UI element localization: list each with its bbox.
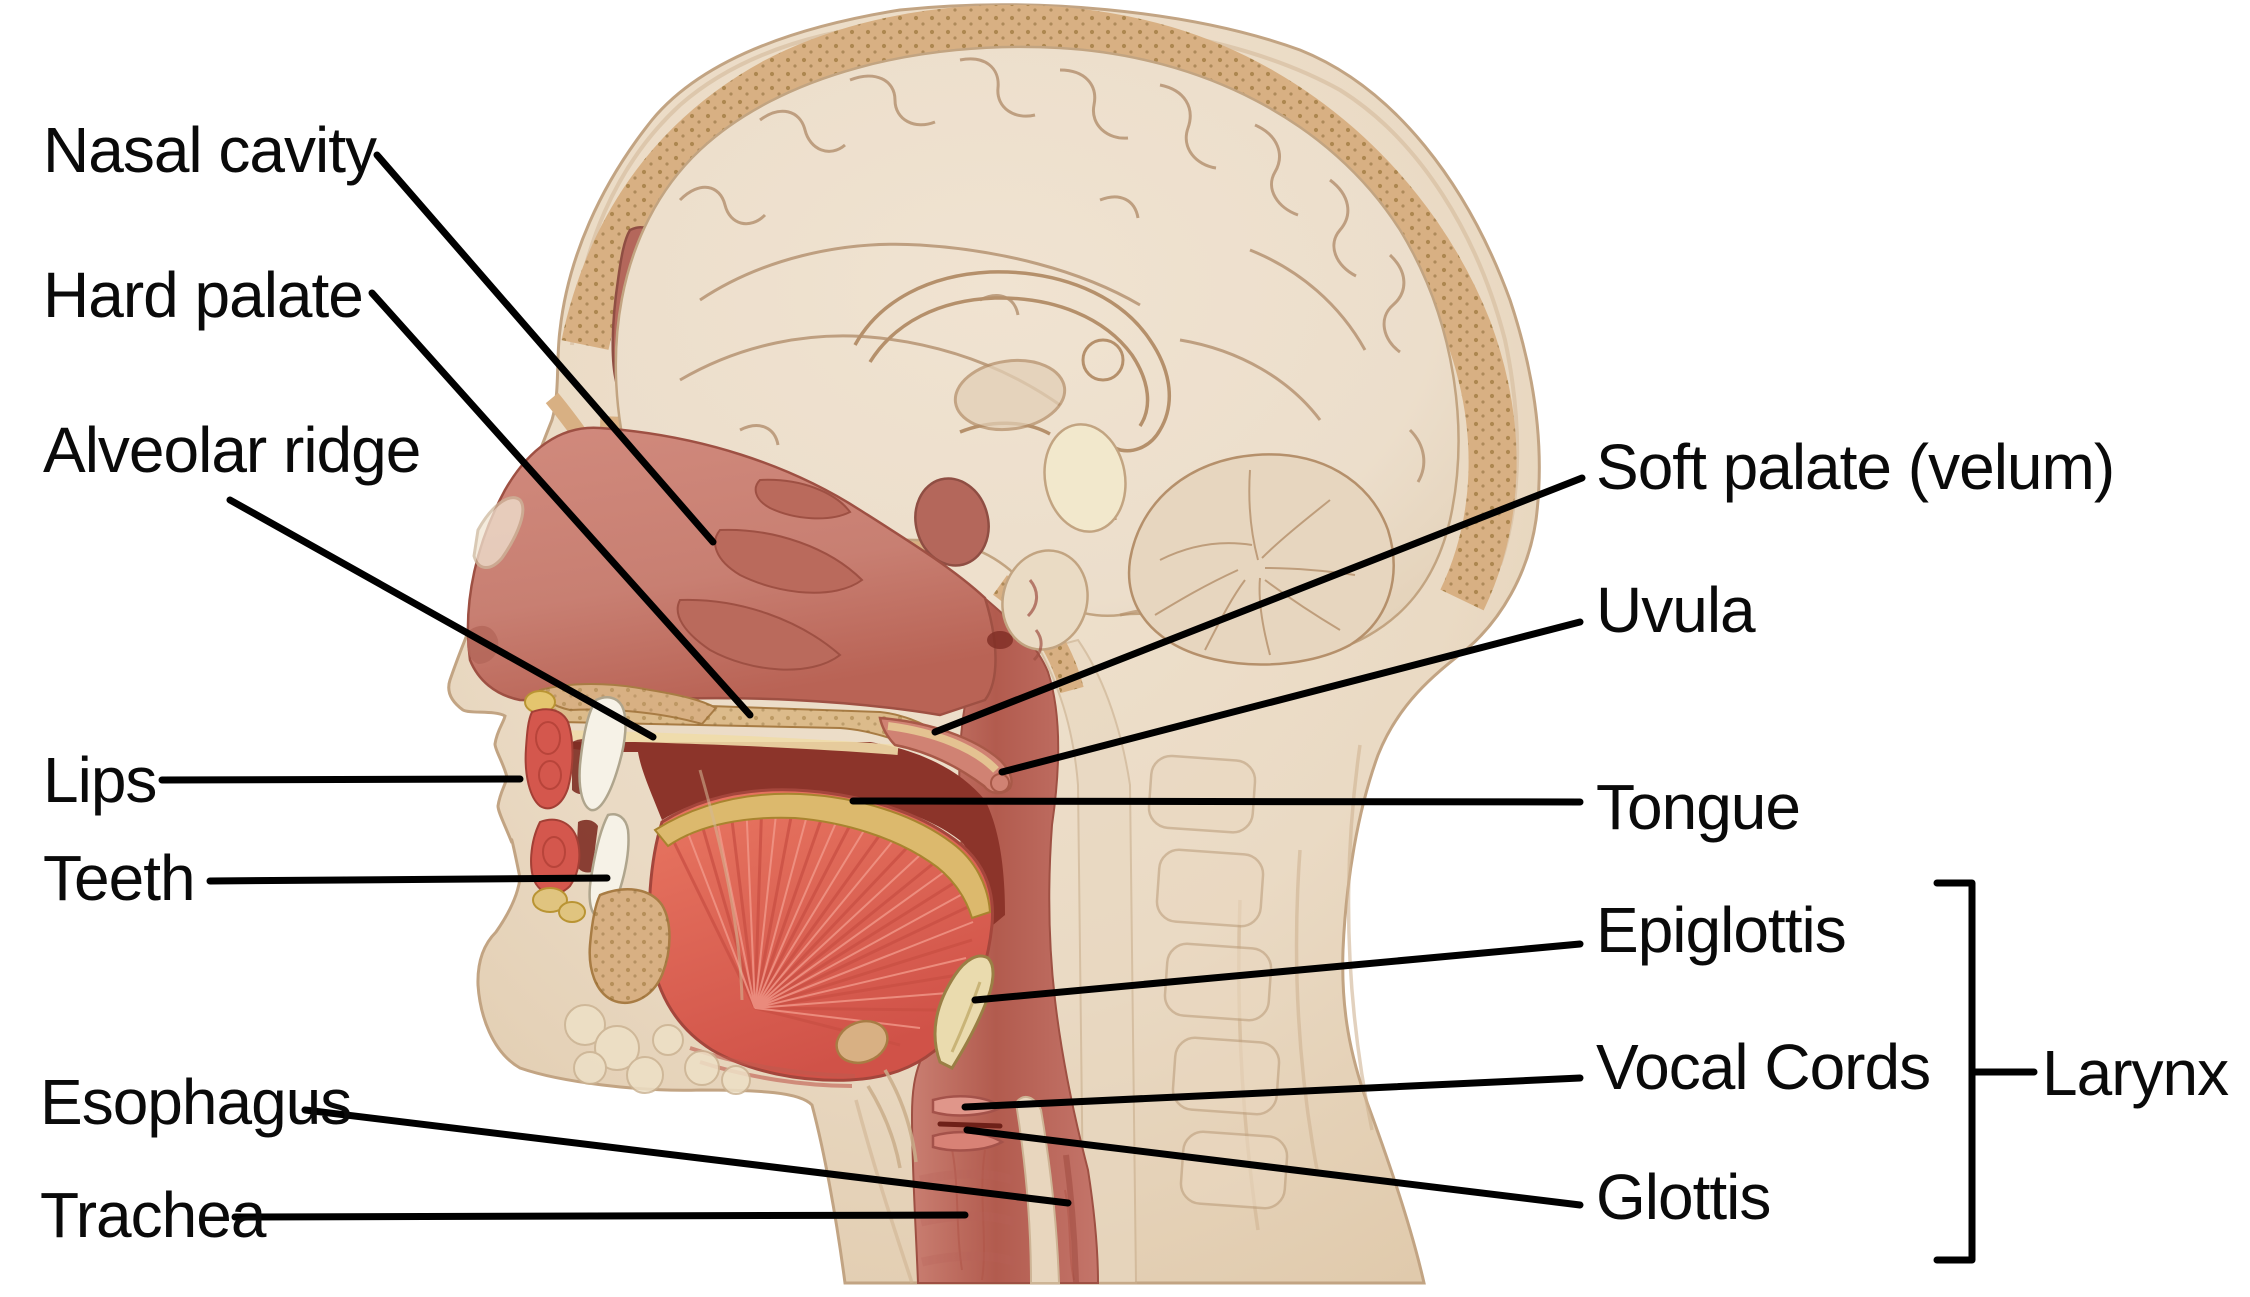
leader-line-tongue (849, 797, 1584, 806)
label-epiglottis: Epiglottis (1596, 894, 1847, 966)
vocal-folds (931, 1095, 1005, 1152)
leader-line-alveolar-ridge (226, 496, 657, 741)
label-hard-palate: Hard palate (43, 259, 364, 331)
larynx-structures (835, 954, 995, 1169)
leader-line-epiglottis (971, 940, 1584, 1004)
turbinates (676, 478, 864, 671)
leader-line-esophagus (301, 1106, 1072, 1207)
leader-line-teeth (206, 874, 611, 885)
label-tongue: Tongue (1596, 771, 1801, 843)
leader-line-uvula (998, 618, 1584, 776)
label-vocal-cords: Vocal Cords (1596, 1031, 1931, 1103)
label-trachea: Trachea (40, 1179, 266, 1251)
leader-line-glottis (963, 1126, 1584, 1209)
pharynx-trachea-esophagus (910, 588, 1100, 1284)
label-uvula: Uvula (1596, 574, 1756, 646)
upper-incisor (578, 696, 627, 812)
leader-line-trachea (231, 1211, 969, 1221)
label-nasal-cavity: Nasal cavity (43, 114, 377, 186)
label-lips: Lips (43, 744, 157, 816)
spine (1038, 638, 1289, 1284)
larynx-bracket (1933, 879, 2038, 1264)
mouth-structures (524, 683, 751, 1095)
neck-muscle-lines (854, 744, 1374, 1284)
label-glottis: Glottis (1596, 1161, 1771, 1233)
soft-palate-region (878, 716, 1013, 795)
leader-line-hard-palate (368, 289, 754, 719)
label-soft-palate: Soft palate (velum) (1596, 431, 2115, 503)
upper-lip (524, 690, 574, 810)
oral-cavity (545, 742, 1005, 940)
leader-line-vocal-cords (961, 1074, 1584, 1111)
leader-line-soft-palate (931, 474, 1586, 736)
chin-fat (564, 1004, 751, 1095)
label-alveolar-ridge: Alveolar ridge (43, 414, 421, 486)
tongue-mucosa (653, 792, 992, 920)
nasal-cavity-region (466, 426, 1043, 717)
cerebellum (1127, 453, 1395, 666)
leader-line-lips (158, 775, 524, 784)
label-larynx: Larynx (2042, 1037, 2229, 1109)
tongue-region (647, 788, 994, 1088)
label-teeth: Teeth (43, 842, 196, 914)
sphenoid-sinus (914, 477, 990, 567)
tongue-striations (670, 795, 973, 1047)
pituitary (1043, 423, 1127, 533)
label-esophagus: Esophagus (40, 1066, 352, 1138)
hyoid-bone (835, 1019, 889, 1065)
leader-line-nasal-cavity (373, 151, 717, 546)
